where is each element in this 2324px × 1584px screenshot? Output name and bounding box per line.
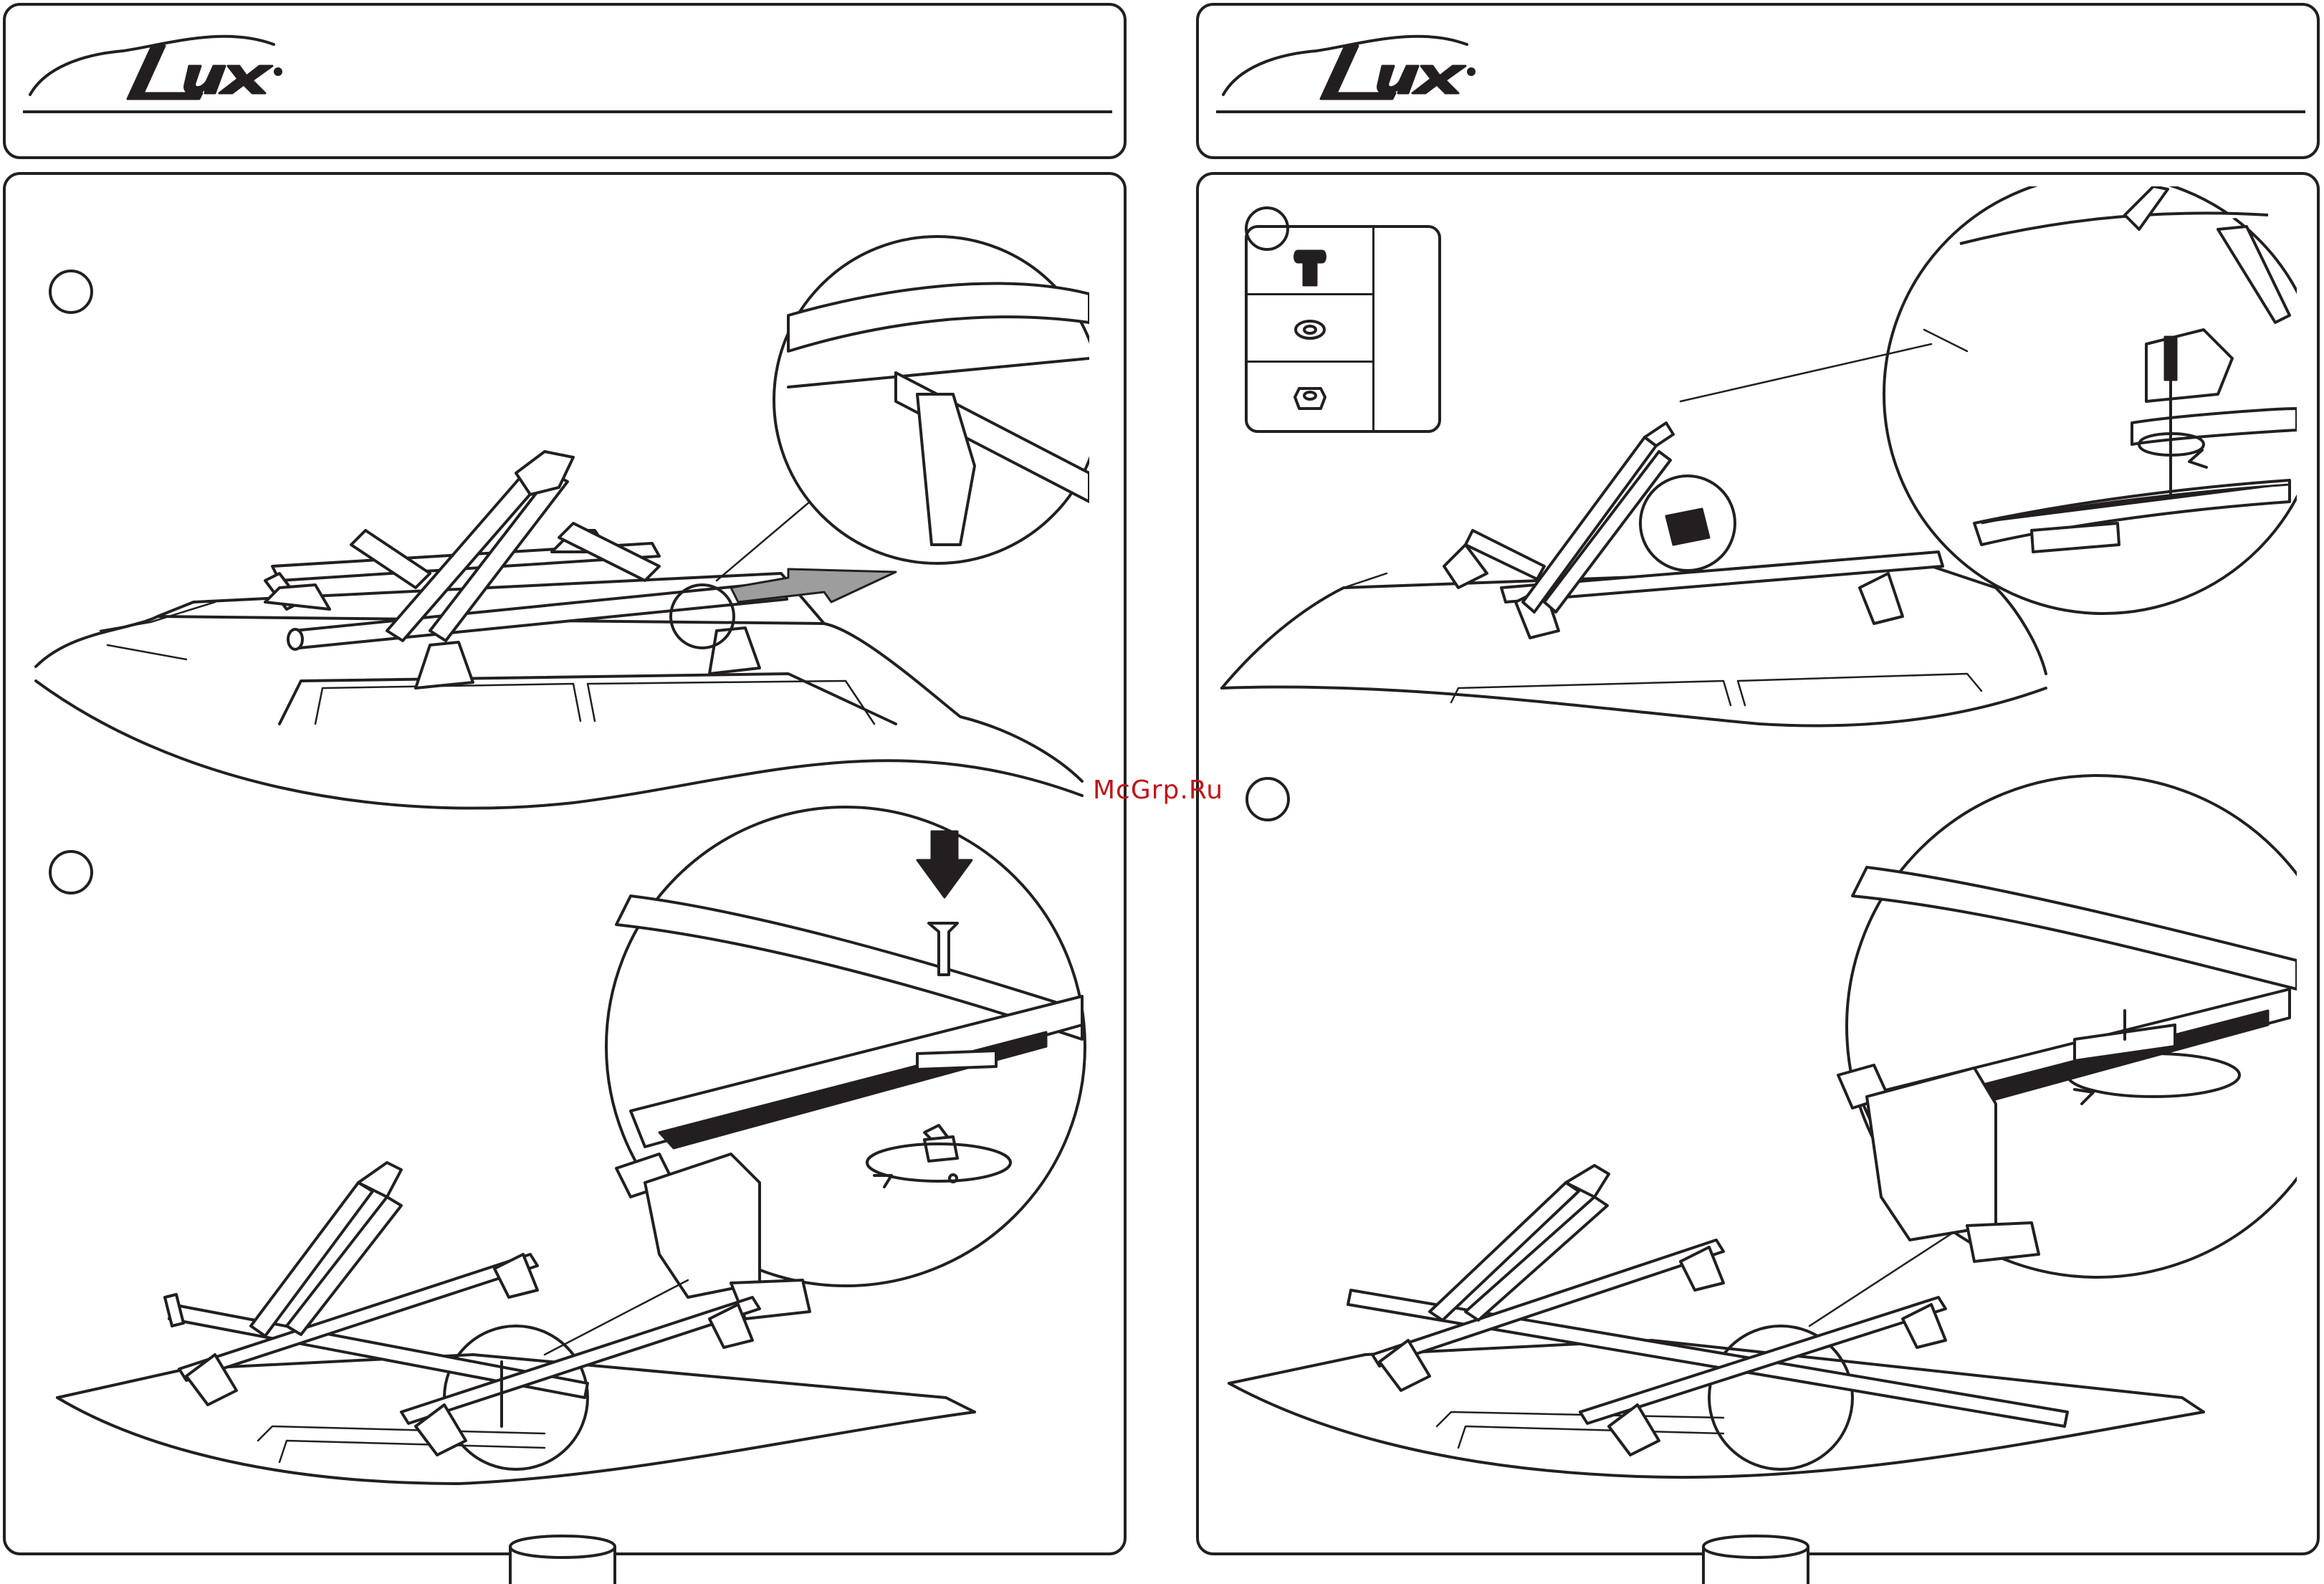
lux-logo: [1216, 19, 1488, 105]
bolt-icon: [1248, 228, 1372, 295]
illustration-rotate-lock: [1222, 767, 2297, 1512]
page-header: [3, 3, 1127, 159]
washer-icon: [1248, 295, 1372, 363]
illustration-insert-bolt: [43, 796, 1089, 1512]
parts-box: [1245, 225, 1441, 433]
page-number-tab: [509, 1530, 616, 1584]
parts-divider: [1372, 228, 1374, 430]
page-header: [1196, 3, 2320, 159]
parts-row: [1248, 228, 1372, 295]
nut-icon: [1248, 363, 1372, 430]
parts-row: [1248, 363, 1372, 430]
lux-logo: [23, 19, 295, 105]
manual-page-left: [0, 0, 1127, 1584]
header-rule: [23, 110, 1112, 113]
manual-page-right: [1193, 0, 2320, 1584]
parts-row: [1248, 295, 1372, 363]
header-rule: [1216, 110, 2305, 113]
watermark: McGrp.Ru: [1093, 776, 1223, 805]
illustration-slide-bike-holder: [29, 229, 1089, 817]
page-number-tab: [1702, 1530, 1809, 1584]
